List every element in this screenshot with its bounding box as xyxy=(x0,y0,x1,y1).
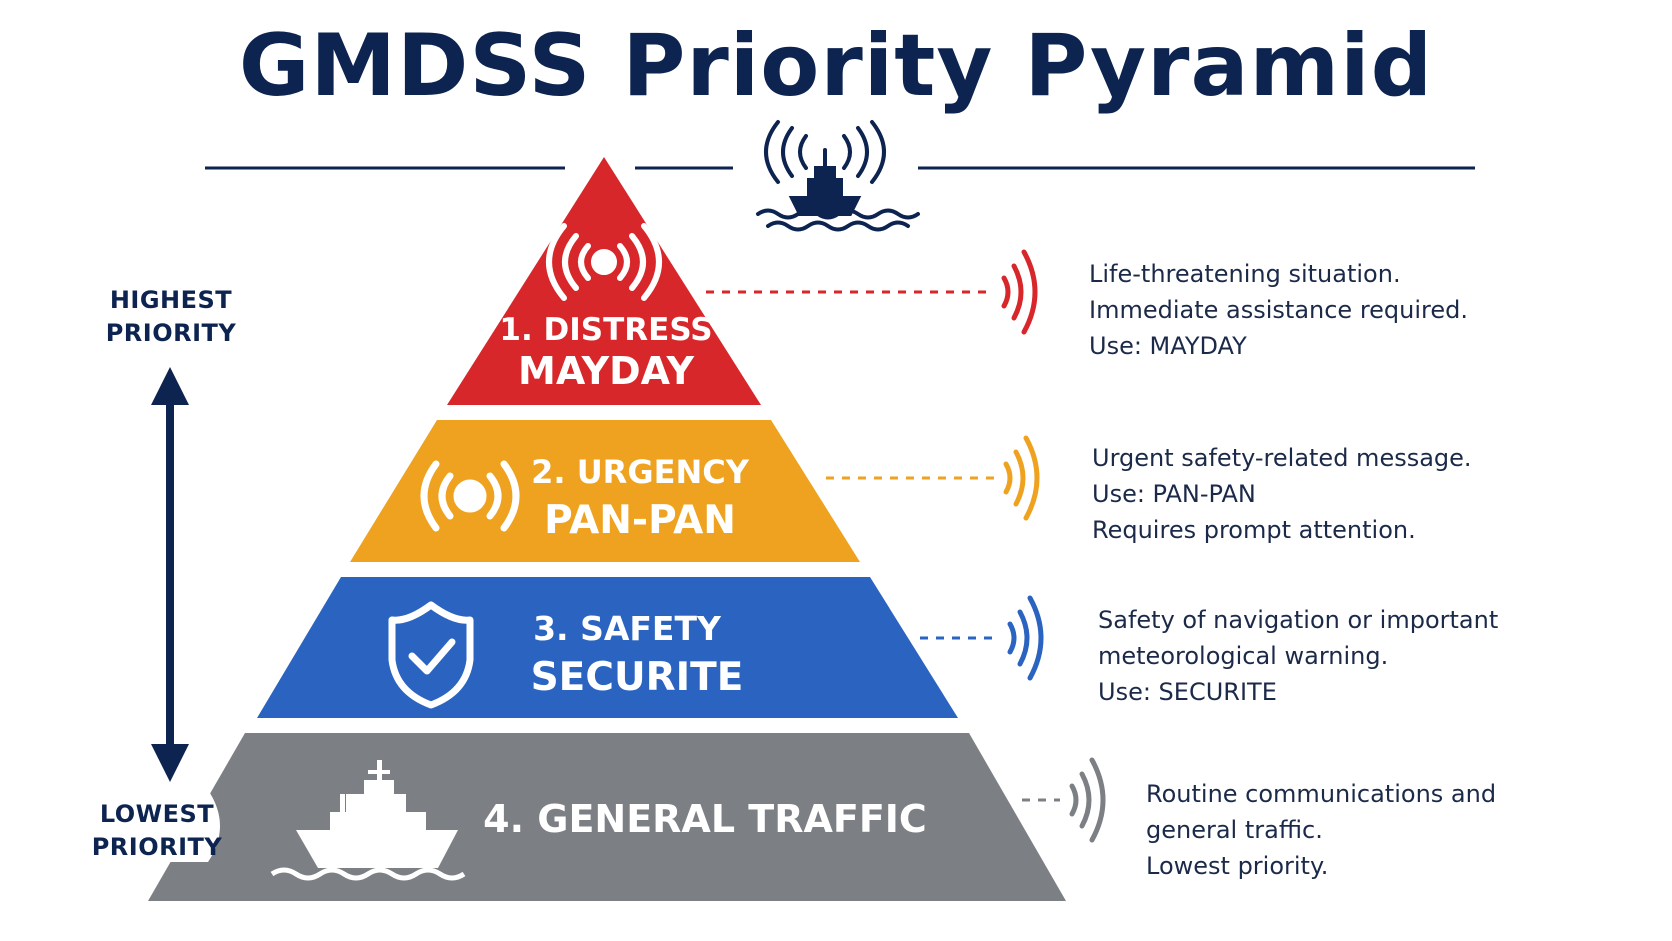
tier-3-label: 3. SAFETY xyxy=(533,609,722,648)
page-title: GMDSS Priority Pyramid xyxy=(238,16,1434,116)
tier-1-label: 1. DISTRESS xyxy=(499,312,712,348)
radio-signal-icon xyxy=(420,460,520,532)
shield-check-icon xyxy=(388,601,474,709)
ship-broadcast-icon xyxy=(756,120,920,232)
tier-2-label: 2. URGENCY xyxy=(531,453,750,491)
description-distress: Life-threatening situation. Immediate as… xyxy=(1089,260,1469,360)
tier-2-word: PAN-PAN xyxy=(544,498,736,543)
lowest-priority-bubble xyxy=(92,790,220,862)
signal-wave-icon xyxy=(1001,249,1038,335)
lowest-priority-label: LOWEST PRIORITY xyxy=(91,800,223,861)
signal-wave-icon xyxy=(1069,757,1106,843)
tier-urgency xyxy=(350,420,860,562)
ship-icon xyxy=(270,760,466,881)
description-safety: Safety of navigation or important meteor… xyxy=(1098,606,1499,706)
signal-wave-icon xyxy=(1003,435,1040,521)
description-general-traffic: Routine communications and general traff… xyxy=(1146,780,1497,880)
priority-arrow xyxy=(151,367,189,782)
connector-lines xyxy=(706,290,1060,802)
highest-priority-label: HIGHEST PRIORITY xyxy=(105,286,237,347)
signal-wave-icon xyxy=(1007,595,1044,681)
tier-safety xyxy=(257,577,958,718)
tier-3-word: SECURITE xyxy=(531,655,744,700)
description-urgency: Urgent safety-related message. Use: PAN-… xyxy=(1092,444,1472,544)
tier-1-word: MAYDAY xyxy=(518,349,694,393)
tier-distress xyxy=(447,157,761,405)
radio-signal-icon xyxy=(546,223,662,301)
tier-4-label: 4. GENERAL TRAFFIC xyxy=(483,797,927,841)
